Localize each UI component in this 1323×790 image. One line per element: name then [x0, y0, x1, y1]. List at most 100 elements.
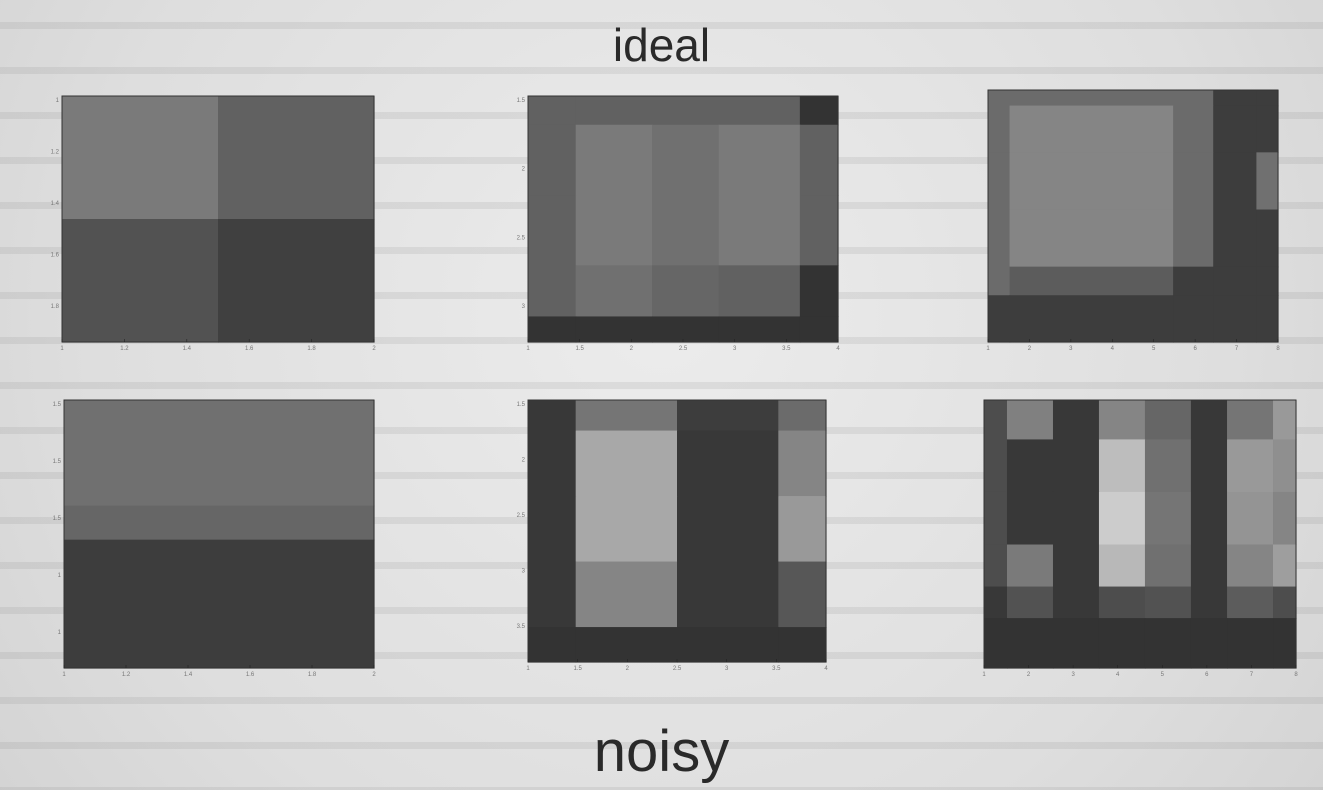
heatmap-cell: [778, 496, 827, 563]
heatmap-cell: [677, 627, 779, 663]
x-tick-label: 4: [1116, 672, 1120, 678]
heatmap-cell: [799, 96, 839, 126]
heatmap-cell: [1173, 90, 1214, 107]
heatmap-cell: [1190, 491, 1228, 546]
heatmap-cell: [799, 316, 839, 343]
x-tick-label: 1: [526, 346, 530, 352]
heatmap-cell: [218, 96, 375, 220]
heatmap-cell: [1213, 90, 1257, 107]
heatmap-cell: [528, 96, 577, 126]
heatmap-cell: [528, 400, 577, 432]
heatmap-cell: [575, 316, 653, 343]
heatmap-cell: [652, 265, 720, 318]
heatmap-cell: [1052, 618, 1100, 669]
heatmap-cell: [1009, 266, 1174, 296]
x-tick-label: 7: [1235, 346, 1239, 352]
heatmap-cell: [1213, 152, 1257, 211]
heatmap-cell: [528, 265, 577, 318]
y-tick-label: 1.2: [51, 150, 60, 156]
y-tick-label: 3: [522, 569, 526, 575]
heatmap-cell: [988, 209, 1011, 268]
heatmap-cell: [1006, 400, 1054, 441]
heatmap-cell: [1006, 491, 1054, 546]
heatmap-cell: [1006, 618, 1054, 669]
heatmap-cell: [1009, 209, 1174, 268]
heatmap-cell: [1190, 586, 1228, 619]
y-tick-label: 1.4: [51, 201, 60, 207]
heatmap-cell: [1213, 266, 1257, 296]
heatmap-cell: [1098, 618, 1146, 669]
heatmap-cell: [718, 124, 801, 196]
plot-frame: [61, 95, 375, 343]
x-tick-label: 2.5: [673, 666, 682, 672]
x-tick-label: 3.5: [782, 346, 791, 352]
x-tick-label: 8: [1294, 672, 1298, 678]
heatmap-cell: [528, 430, 577, 497]
heatmap-cell: [1273, 491, 1297, 546]
heatmap-cell: [1227, 586, 1274, 619]
heatmap-cell: [652, 124, 720, 196]
heatmap-cell: [575, 96, 653, 126]
heatmap-cell: [984, 491, 1008, 546]
heatmap-cell: [988, 266, 1011, 296]
heatmap-cell: [1227, 439, 1274, 493]
heatmap-cell: [1009, 152, 1174, 211]
plot-frame: [987, 89, 1279, 343]
heatmap-cell: [1256, 295, 1279, 343]
heatmap-cell: [1173, 209, 1214, 268]
heatmap-cell: [718, 96, 801, 126]
x-tick-label: 1.6: [245, 346, 254, 352]
heatmap-cell: [1009, 295, 1174, 343]
heatmap-cell: [1098, 544, 1146, 588]
heatmap-cell: [528, 316, 577, 343]
heatmap-cell: [1098, 491, 1146, 546]
heatmap-cell: [984, 586, 1008, 619]
x-tick-label: 4: [824, 666, 828, 672]
x-tick-label: 3: [1069, 346, 1073, 352]
heatmap-cell: [984, 400, 1008, 441]
heatmap-cell: [64, 505, 375, 541]
x-tick-label: 1.4: [184, 672, 193, 678]
heatmap-cell: [528, 561, 577, 628]
heatmap-cell: [652, 316, 720, 343]
y-tick-label: 3: [522, 304, 526, 310]
heatmap-cell: [1098, 439, 1146, 493]
heatmap-cell: [1256, 152, 1279, 211]
heatmap-cell: [799, 265, 839, 318]
heatmap-cell: [62, 219, 219, 343]
heatmap-cell: [1273, 586, 1297, 619]
x-tick-label: 2: [372, 672, 376, 678]
heatmap-cell: [1052, 439, 1100, 493]
heatmap-cell: [652, 195, 720, 266]
x-tick-label: 1.2: [120, 346, 129, 352]
heatmap-cell: [62, 96, 219, 220]
x-tick-label: 3: [733, 346, 737, 352]
heatmap-cell: [1227, 618, 1274, 669]
heatmap-cell: [1006, 439, 1054, 493]
heatmap-cell: [1227, 491, 1274, 546]
heatmap-cell: [575, 124, 653, 196]
heatmap-cell: [1006, 544, 1054, 588]
x-tick-label: 5: [1161, 672, 1165, 678]
heatmap-cell: [1190, 400, 1228, 441]
x-tick-label: 1.2: [122, 672, 131, 678]
heatmap-cell: [677, 496, 779, 563]
heatmap-cell: [528, 496, 577, 563]
x-tick-label: 2: [1027, 672, 1031, 678]
heatmap-cell: [718, 195, 801, 266]
heatmap-cell: [1227, 544, 1274, 588]
heatmap-cell: [1173, 105, 1214, 153]
heatmap-cell: [575, 496, 678, 563]
x-tick-label: 2: [1028, 346, 1032, 352]
x-tick-label: 3.5: [772, 666, 781, 672]
y-tick-label: 2.5: [517, 235, 526, 241]
x-tick-label: 2: [626, 666, 630, 672]
x-tick-label: 2: [372, 346, 376, 352]
heatmap-cell: [718, 265, 801, 318]
heatmap-cell: [1173, 295, 1214, 343]
